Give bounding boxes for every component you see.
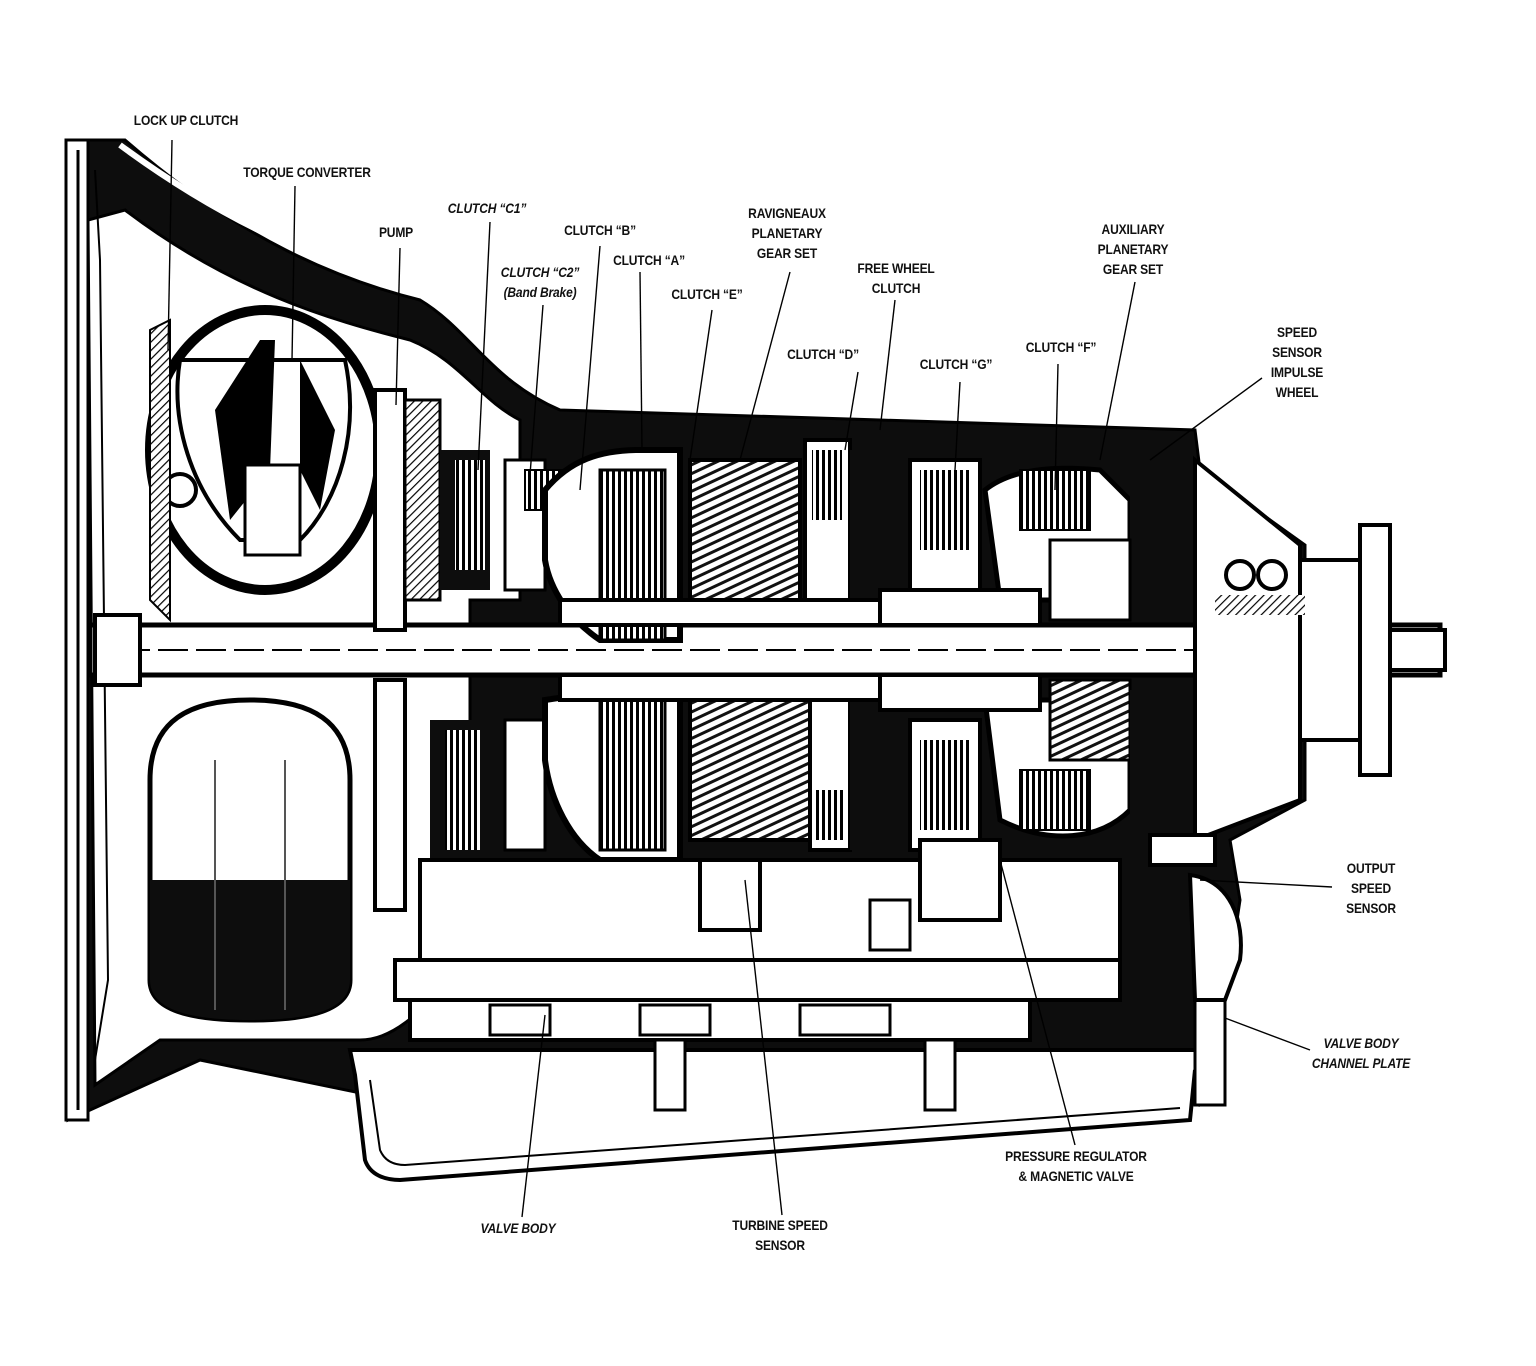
label-valve-body-channel-plate: VALVE BODY CHANNEL PLATE [1311, 1033, 1411, 1073]
pressure-regulator-text-line2: & MAGNETIC VALVE [1018, 1168, 1134, 1184]
clutch-packs-lower [430, 676, 1190, 863]
label-torque-converter: TORQUE CONVERTER [243, 162, 371, 182]
valve-body-text: VALVE BODY [480, 1220, 556, 1236]
speed-sensor-text-line3: IMPULSE [1270, 364, 1324, 380]
clutch-a-text: CLUTCH “A” [613, 252, 685, 268]
label-ravigneaux-planetary-gear-set: RAVIGNEAUX PLANETARY GEAR SET [748, 203, 826, 263]
valve-body-assembly [347, 838, 1227, 1183]
output-speed-text-line3: SENSOR [1346, 900, 1396, 916]
lock-up-clutch-text: LOCK UP CLUTCH [133, 112, 239, 128]
label-output-speed-sensor: OUTPUT SPEED SENSOR [1346, 858, 1396, 918]
speed-sensor-text-line1: SPEED [1277, 324, 1317, 340]
free-wheel-text-line2: CLUTCH [871, 280, 921, 296]
pressure-regulator-text-line1: PRESSURE REGULATOR [1005, 1148, 1147, 1164]
label-clutch-d: CLUTCH “D” [787, 344, 859, 364]
clutch-d-text: CLUTCH “D” [787, 346, 859, 362]
ravigneaux-text-line3: GEAR SET [756, 245, 818, 261]
clutch-g-text: CLUTCH “G” [919, 356, 993, 372]
free-wheel-text-line1: FREE WHEEL [857, 260, 935, 276]
clutch-packs-upper [440, 438, 1190, 643]
valve-body-channel-text-line1: VALVE BODY [1323, 1035, 1399, 1051]
speed-sensor-text-line4: WHEEL [1275, 384, 1319, 400]
pump [373, 388, 442, 912]
turbine-speed-text-line2: SENSOR [755, 1237, 805, 1253]
label-speed-sensor-impulse-wheel: SPEED SENSOR IMPULSE WHEEL [1271, 322, 1323, 402]
label-pump: PUMP [379, 222, 413, 242]
torque-converter [145, 305, 385, 1023]
auxiliary-text-line2: PLANETARY [1097, 241, 1169, 257]
label-clutch-f: CLUTCH “F” [1026, 337, 1097, 357]
output-speed-sensor [1148, 833, 1243, 1002]
turbine-speed-text-line1: TURBINE SPEED [732, 1217, 828, 1233]
clutch-b-text: CLUTCH “B” [564, 222, 636, 238]
label-clutch-c2: CLUTCH “C2” (Band Brake) [500, 262, 580, 302]
label-pressure-regulator-magnetic-valve: PRESSURE REGULATOR & MAGNETIC VALVE [1005, 1146, 1147, 1186]
ravigneaux-text-line1: RAVIGNEAUX [748, 205, 826, 221]
label-clutch-e: CLUTCH “E” [671, 284, 742, 304]
output-speed-text-line2: SPEED [1351, 880, 1391, 896]
label-clutch-c1: CLUTCH “C1” [447, 198, 527, 218]
planetary-carriers [558, 588, 1042, 712]
label-turbine-speed-sensor: TURBINE SPEED SENSOR [732, 1215, 828, 1255]
ravigneaux-text-line2: PLANETARY [751, 225, 823, 241]
torque-converter-text: TORQUE CONVERTER [243, 164, 371, 180]
clutch-c2-text-line1: CLUTCH “C2” [500, 264, 580, 280]
clutch-c2-text-line2: (Band Brake) [503, 284, 577, 300]
valve-body-channel-text-line2: CHANNEL PLATE [1311, 1055, 1411, 1071]
output-flange [1193, 455, 1392, 843]
label-auxiliary-planetary-gear-set: AUXILIARY PLANETARY GEAR SET [1098, 219, 1169, 279]
leader-lines [167, 139, 1333, 1218]
auxiliary-text-line3: GEAR SET [1102, 261, 1164, 277]
label-clutch-a: CLUTCH “A” [613, 250, 685, 270]
pump-text: PUMP [378, 224, 414, 240]
auxiliary-text-line1: AUXILIARY [1101, 221, 1165, 237]
clutch-e-text: CLUTCH “E” [671, 286, 743, 302]
label-lock-up-clutch: LOCK UP CLUTCH [133, 110, 239, 130]
label-valve-body: VALVE BODY [481, 1218, 556, 1238]
label-free-wheel-clutch: FREE WHEEL CLUTCH [857, 258, 934, 298]
label-clutch-b: CLUTCH “B” [564, 220, 636, 240]
clutch-c1-text: CLUTCH “C1” [447, 200, 527, 216]
clutch-f-text: CLUTCH “F” [1025, 339, 1097, 355]
label-clutch-g: CLUTCH “G” [920, 354, 993, 374]
output-speed-text-line1: OUTPUT [1346, 860, 1396, 876]
speed-sensor-text-line2: SENSOR [1272, 344, 1322, 360]
